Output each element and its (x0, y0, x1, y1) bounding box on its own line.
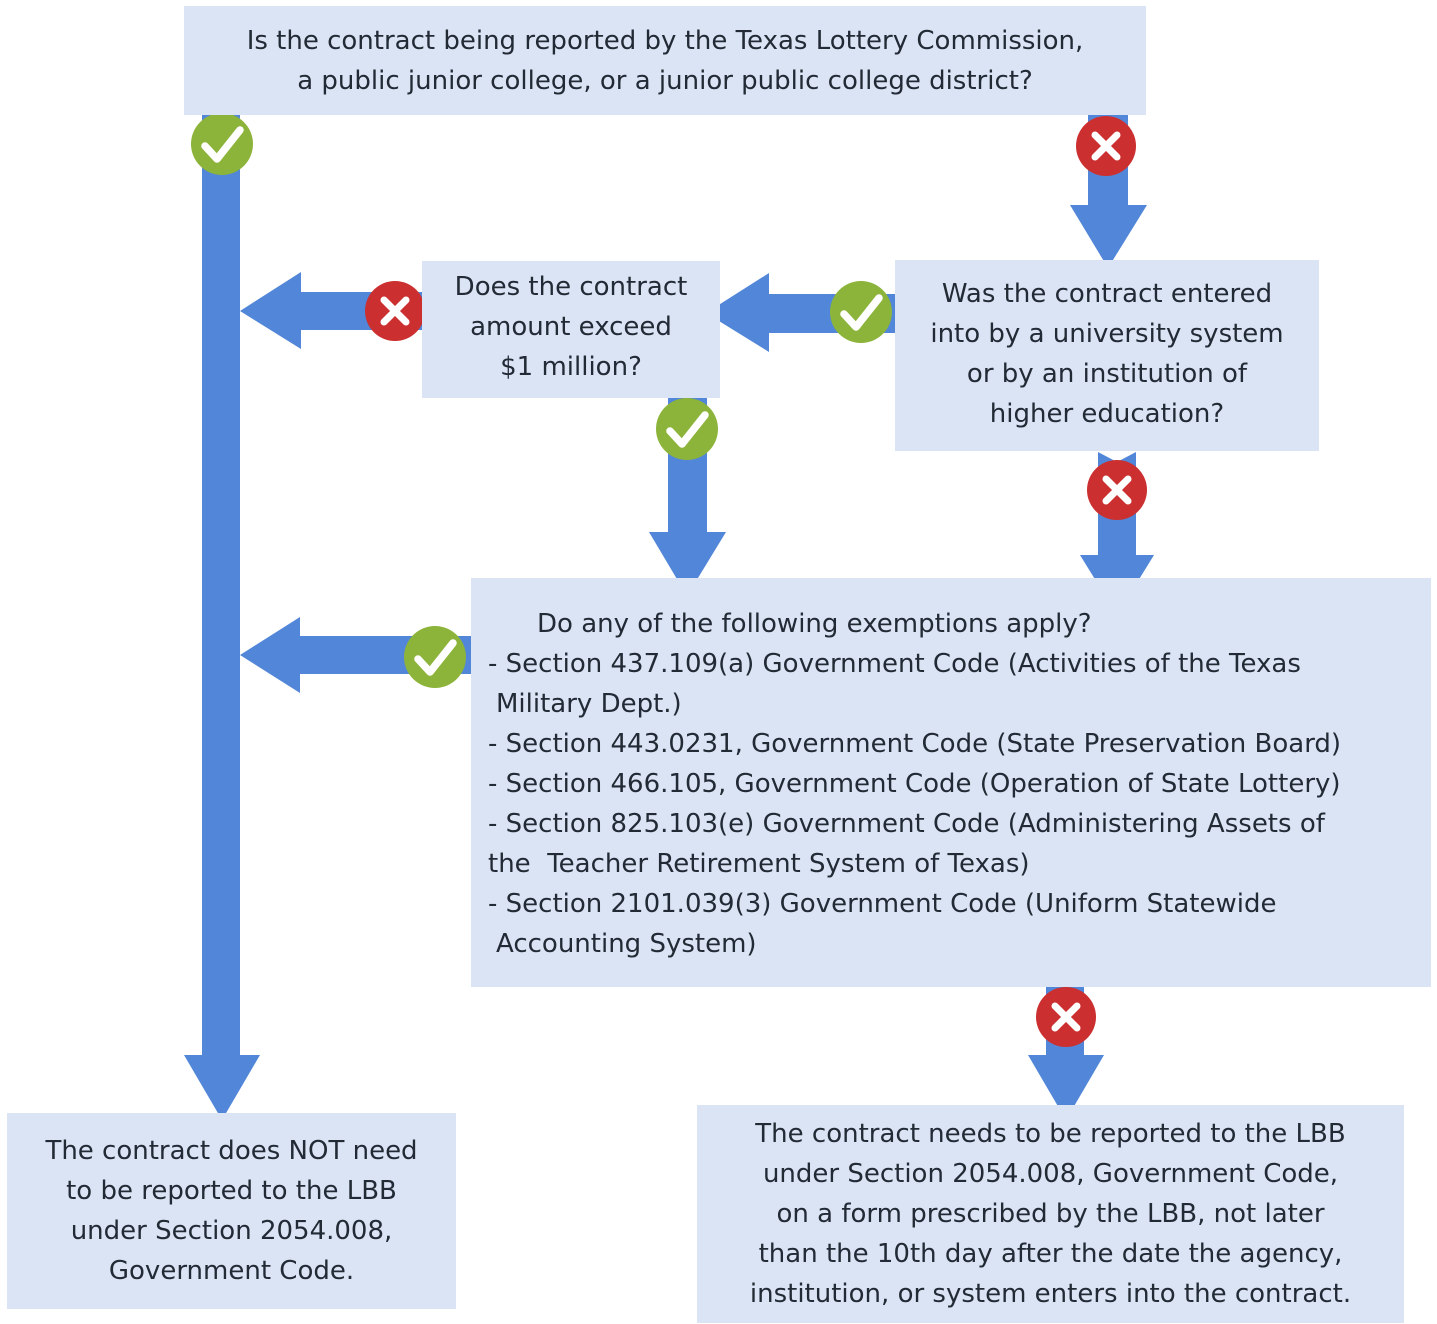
exemption-line: - Section 466.105, Government Code (Oper… (488, 769, 1341, 799)
no-marker-q4 (1036, 987, 1096, 1047)
outcome-reported-text: The contract needs to be reported to the… (749, 1119, 1352, 1309)
exemption-line: - Section 825.103(e) Government Code (Ad… (488, 809, 1325, 839)
no-marker-q3 (365, 281, 425, 341)
no-marker-q2 (1087, 460, 1147, 520)
outcome-not-reported-text: The contract does NOT need to be reporte… (45, 1136, 418, 1286)
no-marker-q1 (1076, 116, 1136, 176)
question-4-title: Do any of the following exemptions apply… (537, 609, 1092, 639)
outcome-not-reported-box: The contract does NOT need to be reporte… (7, 1113, 456, 1309)
exemption-line: the Teacher Retirement System of Texas) (488, 849, 1030, 879)
question-1-text: Is the contract being reported by the Te… (246, 25, 1084, 96)
question-2-box: Was the contract entered into by a unive… (895, 260, 1319, 451)
exemption-line: - Section 2101.039(3) Government Code (U… (488, 889, 1277, 919)
question-4-box: Do any of the following exemptions apply… (471, 578, 1431, 987)
question-2-text: Was the contract entered into by a unive… (930, 278, 1284, 429)
outcome-reported-box: The contract needs to be reported to the… (697, 1105, 1404, 1323)
exemption-line: - Section 437.109(a) Government Code (Ac… (488, 649, 1301, 679)
yes-marker-q2 (830, 281, 892, 343)
question-3-text: Does the contract amount exceed $1 milli… (454, 271, 688, 382)
exemption-line: Military Dept.) (496, 689, 682, 719)
exemption-line: Accounting System) (496, 929, 757, 959)
question-1-box: Is the contract being reported by the Te… (184, 6, 1146, 115)
question-3-box: Does the contract amount exceed $1 milli… (422, 261, 720, 398)
yes-marker-q1 (191, 113, 253, 175)
arrow-q1-yes-down (184, 92, 260, 1120)
yes-marker-q4 (404, 626, 466, 688)
yes-marker-q3 (656, 398, 718, 460)
exemption-line: - Section 443.0231, Government Code (Sta… (488, 729, 1342, 759)
